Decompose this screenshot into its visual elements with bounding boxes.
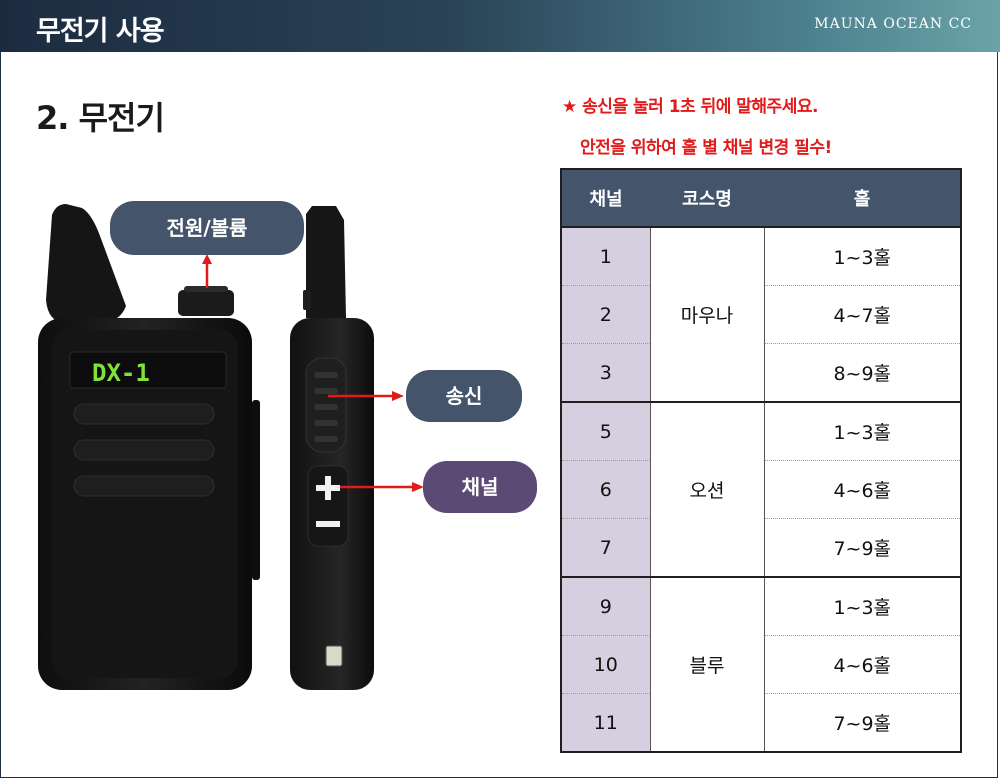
cell-channel: 2 (561, 285, 650, 344)
cell-course: 오션 (649, 401, 765, 577)
table-row: 7 7~9홀 (561, 518, 961, 577)
callout-channel: 채널 (423, 461, 537, 513)
cell-channel: 5 (561, 401, 650, 461)
header-channel: 채널 (561, 169, 650, 228)
side-antenna (306, 206, 346, 318)
cell-hole: 7~9홀 (764, 693, 961, 752)
cell-channel: 3 (561, 343, 650, 402)
cell-hole: 1~3홀 (764, 401, 961, 461)
speaker-slot (73, 475, 215, 497)
cell-channel: 9 (561, 576, 650, 636)
table-row: 5 오션 1~3홀 (561, 401, 961, 577)
volume-knob (178, 290, 234, 316)
cell-channel: 1 (561, 226, 650, 286)
header-bar: 무전기 사용 MAUNA OCEAN CC (0, 0, 1000, 52)
cell-channel: 6 (561, 460, 650, 519)
channel-table: 채널 코스명 홀 1 마우나 1~3홀 2 4~7홀 3 8~9홀 5 오션 1… (560, 168, 962, 753)
cell-channel: 7 (561, 518, 650, 577)
radio-illustration: DX-1 (38, 204, 424, 690)
antenna (46, 204, 126, 322)
cell-hole: 1~3홀 (764, 576, 961, 636)
channel-minus (316, 521, 340, 527)
cell-channel: 10 (561, 635, 650, 694)
notice-line-1: ★ 송신을 눌러 1초 뒤에 말해주세요. (562, 97, 818, 117)
cell-hole: 4~6홀 (764, 460, 961, 519)
speaker-slot (73, 403, 215, 425)
notice-line-2: 안전을 위하여 홀 별 채널 변경 필수! (580, 138, 832, 158)
header-hole: 홀 (764, 169, 961, 228)
table-row: 6 4~6홀 (561, 460, 961, 519)
header-course: 코스명 (650, 169, 764, 228)
callout-transmit: 송신 (406, 370, 522, 422)
table-row: 9 블루 1~3홀 (561, 576, 961, 752)
cell-hole: 7~9홀 (764, 518, 961, 577)
callout-arrows (202, 254, 424, 492)
cell-hole: 4~7홀 (764, 285, 961, 344)
radio-front: DX-1 (38, 204, 260, 690)
cell-hole: 4~6홀 (764, 635, 961, 694)
table-row: 11 7~9홀 (561, 693, 961, 752)
display-panel (69, 351, 227, 389)
callout-power-volume: 전원/볼륨 (110, 201, 304, 255)
table-row: 1 마우나 1~3홀 (561, 226, 961, 402)
brand-name: MAUNA OCEAN CC (814, 16, 972, 32)
cell-course: 마우나 (649, 226, 765, 402)
table-row: 2 4~7홀 (561, 285, 961, 344)
speaker-slot (73, 439, 215, 461)
model-label: DX-1 (92, 359, 150, 387)
section-title: 2. 무전기 (36, 99, 165, 137)
cell-course: 블루 (649, 576, 765, 752)
charge-port (325, 645, 343, 667)
header-title: 무전기 사용 (36, 16, 165, 47)
cell-hole: 1~3홀 (764, 226, 961, 286)
cell-hole: 8~9홀 (764, 343, 961, 402)
table-header-row: 채널 코스명 홀 (561, 169, 961, 228)
table-row: 10 4~6홀 (561, 635, 961, 694)
cell-channel: 11 (561, 693, 650, 752)
radio-side (290, 206, 374, 690)
table-row: 3 8~9홀 (561, 343, 961, 402)
